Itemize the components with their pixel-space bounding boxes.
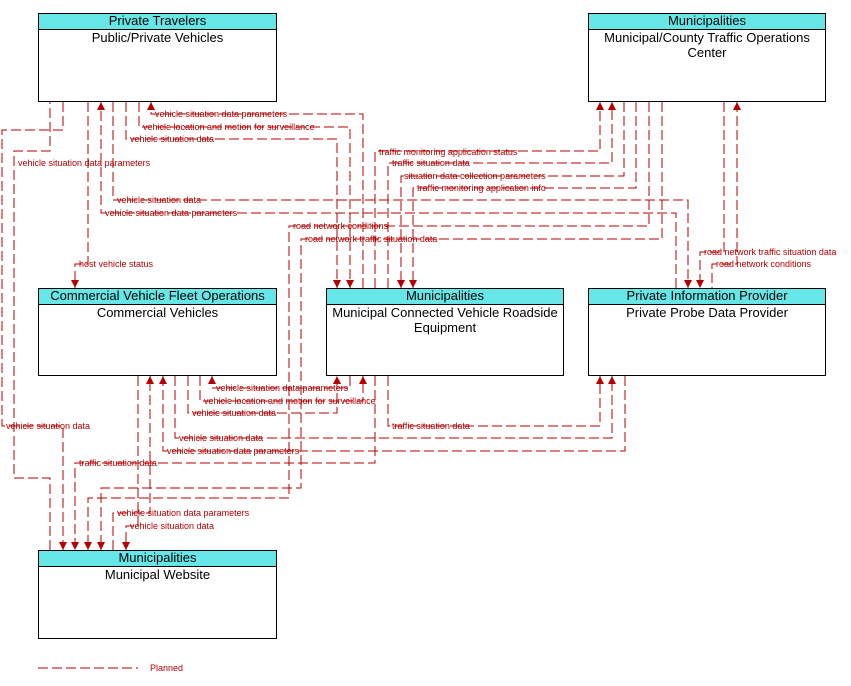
- stakeholder-label: Private Information Provider: [589, 289, 825, 305]
- flow-f25[interactable]: [125, 376, 139, 550]
- arrow-head: [208, 376, 216, 384]
- arrow-head: [146, 376, 154, 384]
- legend-label: Planned: [150, 663, 183, 673]
- element-roadside-equipment[interactable]: Municipalities Municipal Connected Vehic…: [326, 288, 564, 376]
- arrow-head: [71, 280, 79, 288]
- element-name: Commercial Vehicles: [96, 305, 219, 320]
- flow-label: vehicle situation data parameters: [18, 158, 151, 168]
- flow-label: traffic situation data: [392, 158, 470, 168]
- flow-f6[interactable]: [387, 102, 613, 288]
- flow-f18[interactable]: [187, 376, 338, 414]
- flow-f19[interactable]: [1, 102, 64, 550]
- flow-label: vehicle situation data: [130, 521, 214, 531]
- element-probe-data-provider[interactable]: Private Information Provider Private Pro…: [588, 288, 826, 376]
- flow-label: road network traffic situation data: [305, 234, 437, 244]
- flow-label: vehicle situation data parameters: [105, 208, 238, 218]
- flow-label: vehicle situation data parameters: [117, 508, 250, 518]
- flow-f23[interactable]: [74, 376, 376, 550]
- flow-label: road network traffic situation data: [704, 247, 836, 257]
- flow-label: traffic situation data: [79, 458, 157, 468]
- flow-f10[interactable]: [100, 102, 677, 288]
- element-name: Public/Private Vehicles: [91, 30, 224, 45]
- element-municipal-website[interactable]: Municipalities Municipal Website: [38, 550, 277, 639]
- stakeholder-label: Private Travelers: [39, 14, 276, 30]
- arrow-head: [684, 280, 692, 288]
- arrow-head: [409, 280, 417, 288]
- flow-f14[interactable]: [699, 102, 725, 288]
- arrow-head: [59, 542, 67, 550]
- flow-f11[interactable]: [87, 102, 650, 550]
- flow-label: traffic monitoring application info: [417, 183, 546, 193]
- flow-label: situation data collection parameters: [404, 171, 546, 181]
- stakeholder-label: Commercial Vehicle Fleet Operations: [39, 289, 276, 305]
- arrow-head: [333, 280, 341, 288]
- flow-label: vehicle situation data parameters: [155, 109, 288, 119]
- arrow-head: [333, 376, 341, 384]
- element-name: Municipal/County Traffic Operations Cent…: [604, 30, 810, 60]
- arrow-head: [71, 542, 79, 550]
- arrow-head: [97, 542, 105, 550]
- arrow-head: [122, 542, 130, 550]
- flow-label: vehicle location and motion for surveill…: [204, 396, 376, 406]
- arrow-head: [596, 102, 604, 110]
- flow-f24[interactable]: [112, 376, 151, 550]
- element-commercial-vehicles[interactable]: Commercial Vehicle Fleet Operations Comm…: [38, 288, 277, 376]
- flow-label: vehicle situation data parameters: [167, 446, 300, 456]
- arrow-head: [346, 280, 354, 288]
- flow-f22[interactable]: [162, 376, 626, 452]
- flow-f13[interactable]: [74, 102, 89, 288]
- flow-f8[interactable]: [412, 102, 637, 288]
- arrow-head: [97, 102, 105, 110]
- stakeholder-label: Municipalities: [589, 14, 825, 30]
- arrow-head: [397, 280, 405, 288]
- flow-f12[interactable]: [100, 102, 663, 550]
- flow-label: vehicle situation data: [117, 195, 201, 205]
- flow-label: host vehicle status: [79, 259, 154, 269]
- flow-f5[interactable]: [374, 102, 601, 288]
- stakeholder-label: Municipalities: [327, 289, 563, 305]
- arrow-head: [359, 376, 367, 384]
- flow-f9[interactable]: [112, 102, 689, 288]
- flow-f7[interactable]: [400, 102, 625, 288]
- flow-label: road network conditions: [716, 259, 812, 269]
- element-name: Private Probe Data Provider: [626, 305, 788, 320]
- flow-f17[interactable]: [199, 376, 364, 402]
- flow-label: vehicle situation data: [192, 408, 276, 418]
- flow-label: vehicle situation data: [130, 134, 214, 144]
- flow-label: vehicle location and motion for surveill…: [143, 122, 315, 132]
- arrow-head: [596, 376, 604, 384]
- flow-f21[interactable]: [174, 376, 613, 439]
- flow-f2[interactable]: [138, 102, 351, 288]
- flow-f4[interactable]: [13, 102, 51, 550]
- stakeholder-label: Municipalities: [39, 551, 276, 567]
- arrow-head: [147, 102, 155, 110]
- arrow-head: [159, 376, 167, 384]
- flow-f15[interactable]: [711, 102, 738, 288]
- element-name: Municipal Connected Vehicle Roadside Equ…: [332, 305, 558, 335]
- arrow-head: [733, 102, 741, 110]
- arrow-head: [608, 102, 616, 110]
- flow-label: vehicle situation data parameters: [216, 383, 349, 393]
- flow-f20[interactable]: [387, 376, 601, 427]
- element-private-travelers[interactable]: Private Travelers Public/Private Vehicle…: [38, 13, 277, 102]
- flow-label: vehicle situation data: [179, 433, 263, 443]
- element-name: Municipal Website: [104, 567, 211, 582]
- arrow-head: [696, 280, 704, 288]
- arrow-head: [84, 542, 92, 550]
- flow-label: traffic situation data: [392, 421, 470, 431]
- flow-label: traffic monitoring application status: [379, 147, 518, 157]
- flow-label: vehicle situation data: [6, 421, 90, 431]
- arrow-head: [608, 376, 616, 384]
- element-tmc[interactable]: Municipalities Municipal/County Traffic …: [588, 13, 826, 102]
- flow-label: road network conditions: [293, 221, 389, 231]
